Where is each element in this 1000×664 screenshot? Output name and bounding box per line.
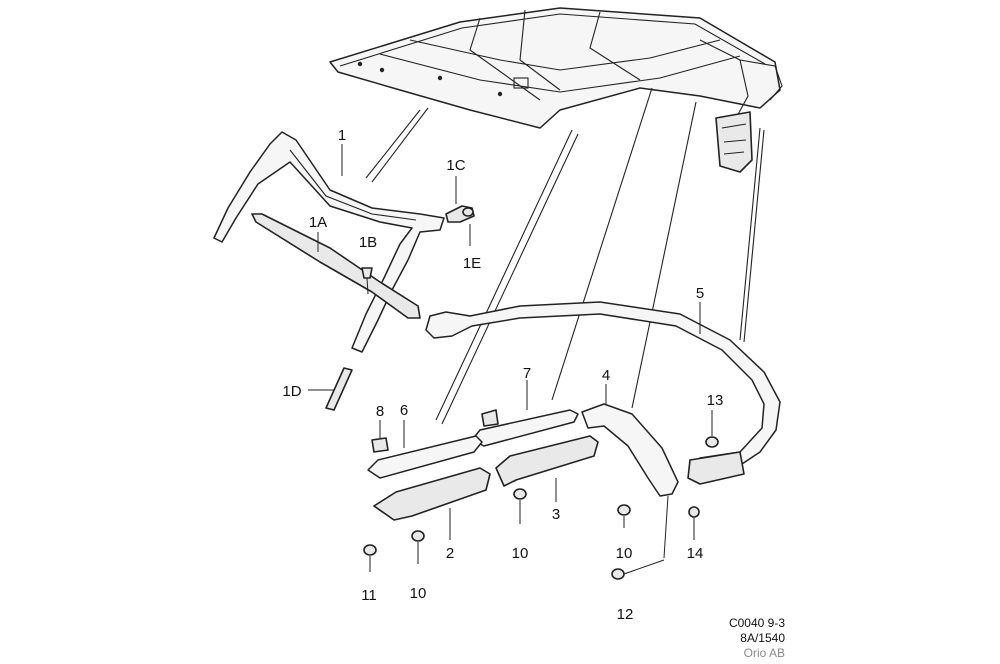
callout-1e: 1E	[463, 255, 481, 272]
drawing-code: C0040 9-3	[729, 616, 785, 630]
screw-10-right	[617, 504, 631, 528]
nut-14	[688, 506, 700, 540]
callout-10-left: 10	[410, 585, 427, 602]
part-1d-rod	[325, 367, 353, 411]
part-1-windshield-frame	[213, 131, 445, 353]
screw-11	[363, 544, 377, 572]
assembly-lines	[365, 87, 765, 425]
callout-11: 11	[361, 587, 377, 604]
callout-12: 12	[617, 606, 634, 623]
callout-6: 6	[400, 402, 408, 419]
callout-2: 2	[446, 545, 454, 562]
drawing-reference: 8A/1540	[740, 631, 785, 645]
part-2-bracket	[373, 467, 491, 521]
screw-12	[611, 559, 665, 580]
part-4-corner-piece	[581, 403, 679, 559]
part-3-bracket	[495, 435, 599, 487]
leader-lines	[308, 144, 701, 540]
part-1c-1e-pin	[445, 205, 475, 223]
callout-1c: 1C	[446, 157, 465, 174]
part-1a-trim-strip	[251, 213, 421, 319]
publisher-name: Orio AB	[744, 646, 785, 660]
screw-13	[705, 410, 719, 448]
part-5-weatherstrip	[425, 301, 781, 485]
screw-10-middle	[513, 488, 527, 524]
callout-3: 3	[552, 506, 560, 523]
part-1b-clip	[361, 267, 373, 295]
part-8-nut	[371, 437, 389, 453]
callout-10-right: 10	[616, 545, 633, 562]
callout-1d: 1D	[282, 383, 301, 400]
callout-5: 5	[696, 285, 704, 302]
callout-13: 13	[707, 392, 724, 409]
part-6-trim-rail	[367, 435, 483, 479]
screw-10-left	[411, 530, 425, 564]
callout-14: 14	[687, 545, 704, 562]
roof-frame	[329, 7, 783, 173]
callout-4: 4	[602, 367, 610, 384]
callout-8: 8	[376, 403, 384, 420]
callout-10-middle: 10	[512, 545, 529, 562]
callout-1b: 1B	[359, 234, 377, 251]
callout-1: 1	[338, 127, 346, 144]
callout-1a: 1A	[309, 214, 327, 231]
part-7-trim-rail	[471, 409, 579, 447]
callout-7: 7	[523, 365, 531, 382]
